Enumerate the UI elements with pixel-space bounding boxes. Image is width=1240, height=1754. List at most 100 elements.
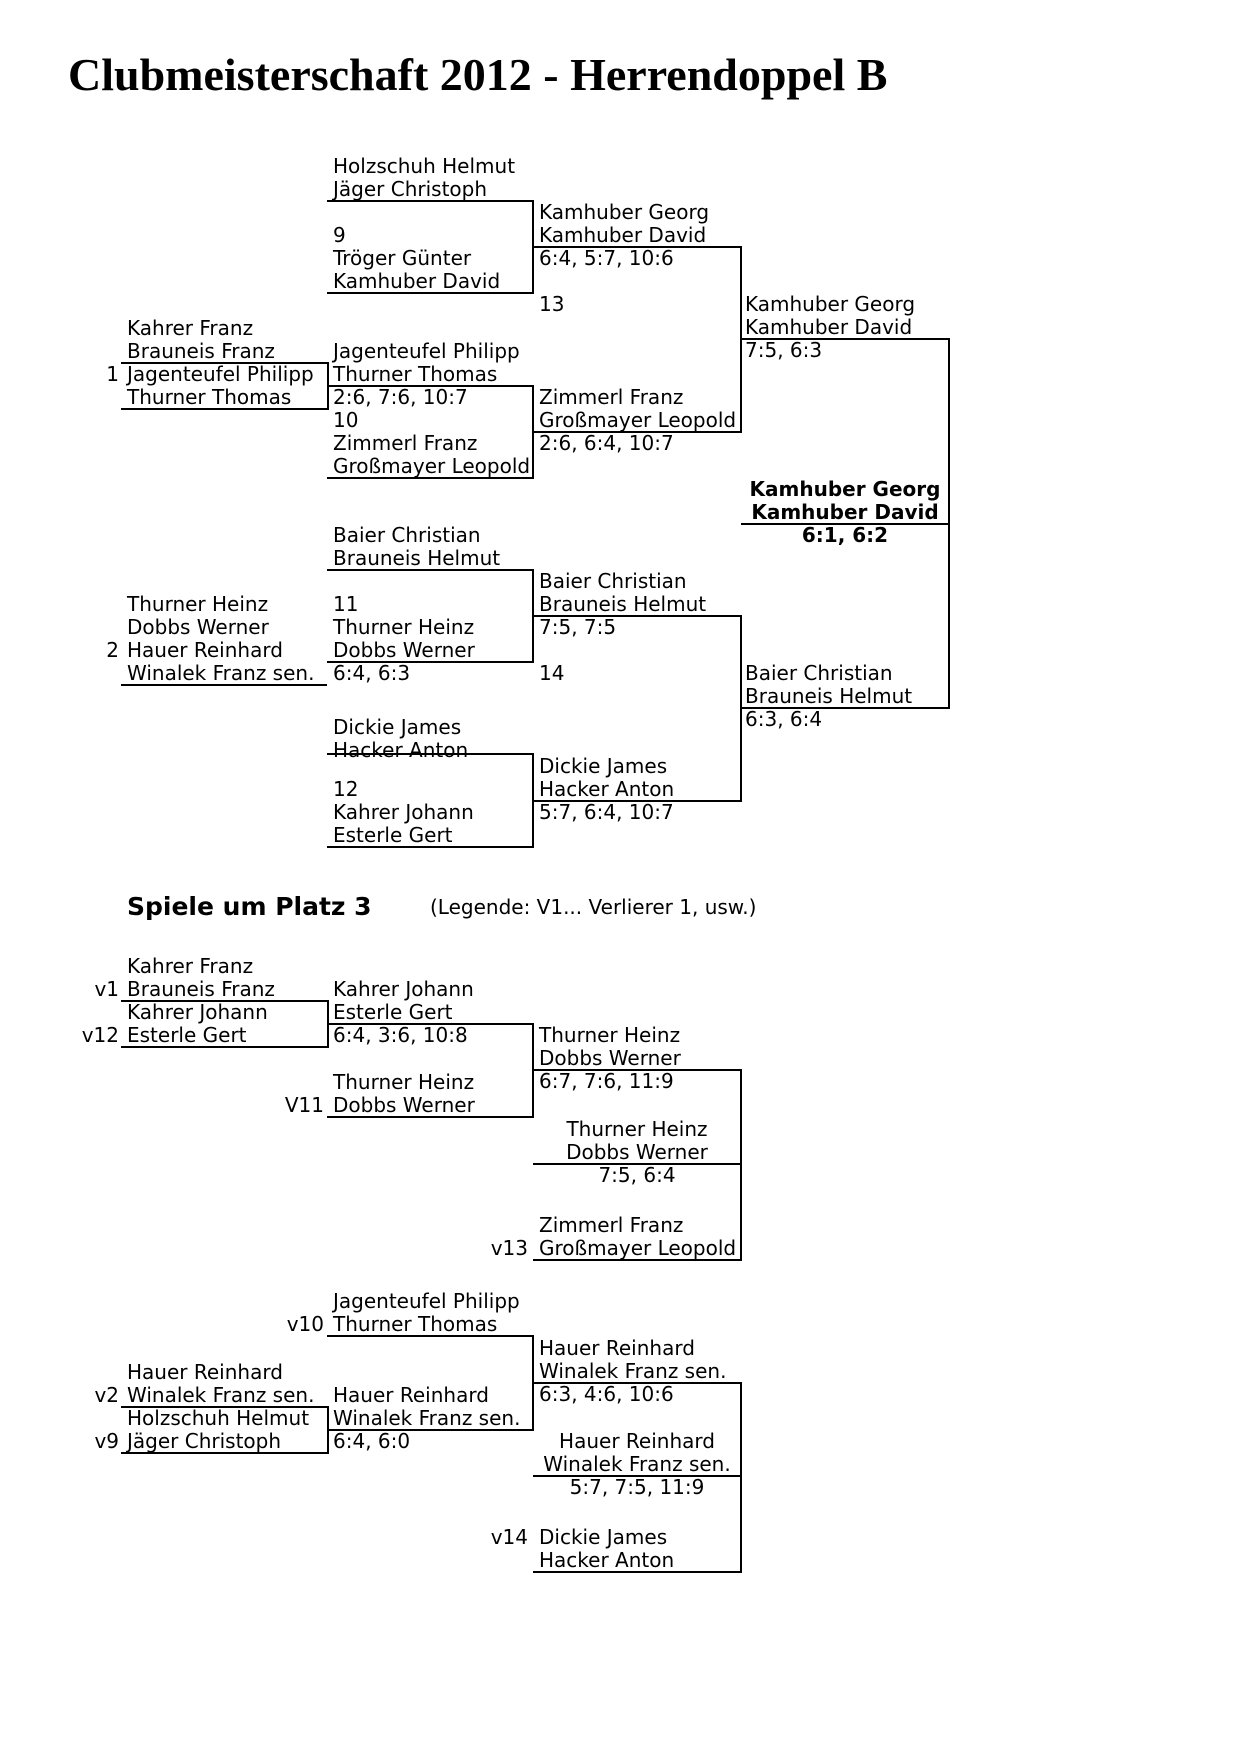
bracket-line [327, 569, 533, 571]
match-score: 2:6, 7:6, 10:7 [333, 385, 468, 409]
match-score: 6:3, 6:4 [745, 707, 823, 731]
match-score: 6:4, 5:7, 10:6 [539, 246, 674, 270]
match-score: 2:6, 6:4, 10:7 [539, 431, 674, 455]
team-name: Baier Christian [745, 661, 893, 685]
team-name: Zimmerl Franz [539, 385, 684, 409]
team-name: Thurner Thomas [127, 385, 292, 409]
team-name: Zimmerl Franz [333, 431, 478, 455]
team-name: Hacker Anton [539, 1548, 675, 1572]
team-name: Kamhuber David [333, 269, 501, 293]
match-score: 6:4, 3:6, 10:8 [333, 1023, 468, 1047]
team-name: Thurner Heinz [333, 615, 475, 639]
team-name: Thurner Heinz [127, 592, 269, 616]
bracket-line [533, 1571, 741, 1573]
bracket-line [327, 661, 533, 663]
team-name: Esterle Gert [333, 823, 453, 847]
team-name: Brauneis Helmut [539, 592, 707, 616]
team-name: Dickie James [539, 1525, 668, 1549]
bracket-line [533, 431, 741, 433]
bracket-line [121, 684, 327, 686]
seed-label: v13 [490, 1236, 528, 1260]
team-name: Kahrer Johann [333, 800, 474, 824]
team-name: Brauneis Helmut [745, 684, 913, 708]
bracket-line [741, 523, 949, 525]
bracket-line [327, 1429, 533, 1431]
team-name: Winalek Franz sen. [333, 1406, 521, 1430]
team-name: Dobbs Werner [333, 638, 475, 662]
match-score: 6:3, 4:6, 10:6 [539, 1382, 674, 1406]
team-name: Jäger Christoph [127, 1429, 282, 1453]
bracket-line [741, 338, 949, 340]
seed-label: v10 [286, 1312, 324, 1336]
winner-name: Kamhuber David [751, 500, 939, 524]
match-number: 14 [539, 661, 565, 685]
seed-number: 2 [106, 638, 119, 662]
team-name: Jäger Christoph [333, 177, 488, 201]
seed-label: v14 [490, 1525, 528, 1549]
match-score: 6:4, 6:0 [333, 1429, 411, 1453]
winner-score: 6:1, 6:2 [801, 523, 889, 547]
team-name: Zimmerl Franz [539, 1213, 684, 1237]
team-name: Dickie James [539, 754, 668, 778]
seed-number: 1 [106, 362, 119, 386]
team-name: Hauer Reinhard [539, 1336, 695, 1360]
team-name: Brauneis Helmut [333, 546, 501, 570]
team-name: Holzschuh Helmut [333, 154, 516, 178]
team-name: Brauneis Franz [127, 339, 275, 363]
team-name: Hauer Reinhard [559, 1429, 715, 1453]
match-score: 5:7, 6:4, 10:7 [539, 800, 674, 824]
match-score: 5:7, 7:5, 11:9 [569, 1475, 705, 1499]
team-name: Jagenteufel Philipp [333, 339, 520, 363]
bracket-line [121, 408, 327, 410]
page-title: Clubmeisterschaft 2012 - Herrendoppel B [68, 49, 888, 100]
team-name: Winalek Franz sen. [127, 1383, 315, 1407]
team-name: Kahrer Johann [333, 977, 474, 1001]
section-heading: Spiele um Platz 3 [127, 892, 372, 921]
team-name: Dickie James [333, 715, 462, 739]
match-number: 10 [333, 408, 359, 432]
seed-label: v12 [81, 1023, 119, 1047]
team-name: Thurner Heinz [333, 1070, 475, 1094]
team-name: Großmayer Leopold [539, 408, 737, 432]
bracket-line [533, 1163, 741, 1165]
bracket-line [121, 1046, 327, 1048]
team-name: Baier Christian [539, 569, 687, 593]
match-number: 12 [333, 777, 359, 801]
team-name: Thurner Heinz [566, 1117, 708, 1141]
bracket-line [121, 1406, 327, 1408]
bracket-line [327, 292, 533, 294]
team-name: Hacker Anton [333, 738, 469, 762]
bracket-line [740, 1382, 742, 1573]
team-name: Brauneis Franz [127, 977, 275, 1001]
team-name: Tröger Günter [333, 246, 472, 270]
team-name: Thurner Thomas [333, 362, 498, 386]
bracket-line [327, 200, 533, 202]
bracket-line [121, 1452, 327, 1454]
bracket-line [327, 846, 533, 848]
team-name: Kahrer Franz [127, 316, 254, 340]
bracket-line [533, 246, 741, 248]
team-name: Esterle Gert [333, 1000, 453, 1024]
seed-label: v9 [94, 1429, 119, 1453]
team-name: Thurner Heinz [539, 1023, 681, 1047]
match-score: 7:5, 7:5 [539, 615, 617, 639]
bracket-line [740, 1069, 742, 1261]
bracket-line [948, 338, 950, 709]
team-name: Dobbs Werner [127, 615, 269, 639]
bracket-line [327, 1335, 533, 1337]
bracket-line [121, 362, 327, 364]
bracket-line [741, 707, 949, 709]
team-name: Winalek Franz sen. [543, 1452, 731, 1476]
team-name: Kamhuber Georg [745, 292, 916, 316]
team-name: Jagenteufel Philipp [127, 362, 314, 386]
legend-note: (Legende: V1... Verlierer 1, usw.) [430, 895, 757, 919]
team-name: Dobbs Werner [539, 1046, 681, 1070]
match-number: 11 [333, 592, 359, 616]
team-name: Hauer Reinhard [333, 1383, 489, 1407]
bracket-line [327, 1023, 533, 1025]
team-name: Jagenteufel Philipp [333, 1289, 520, 1313]
team-name: Esterle Gert [127, 1023, 247, 1047]
bracket-line [533, 1382, 741, 1384]
team-name: Thurner Thomas [333, 1312, 498, 1336]
team-name: Hacker Anton [539, 777, 675, 801]
